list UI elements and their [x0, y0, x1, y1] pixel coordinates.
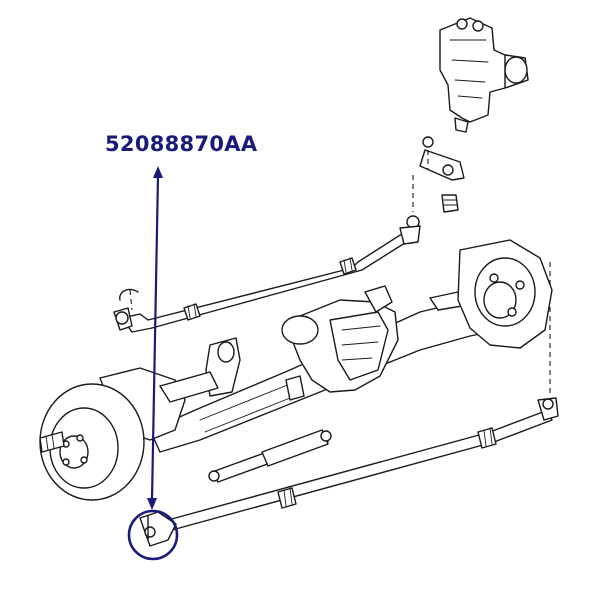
- drag-link: [121, 215, 421, 333]
- callout-arrow: [147, 166, 163, 510]
- brake-rotor-icon: [39, 383, 145, 501]
- tie-rod-end-icon: [113, 288, 139, 331]
- callout-circle: [127, 509, 179, 561]
- front-axle-icon: [99, 239, 553, 453]
- part-number-label: 52088870AA: [105, 132, 258, 156]
- steering-damper-icon: [208, 429, 332, 483]
- highlighted-tie-rod-end: [139, 511, 177, 547]
- steering-gear-icon: [419, 17, 529, 213]
